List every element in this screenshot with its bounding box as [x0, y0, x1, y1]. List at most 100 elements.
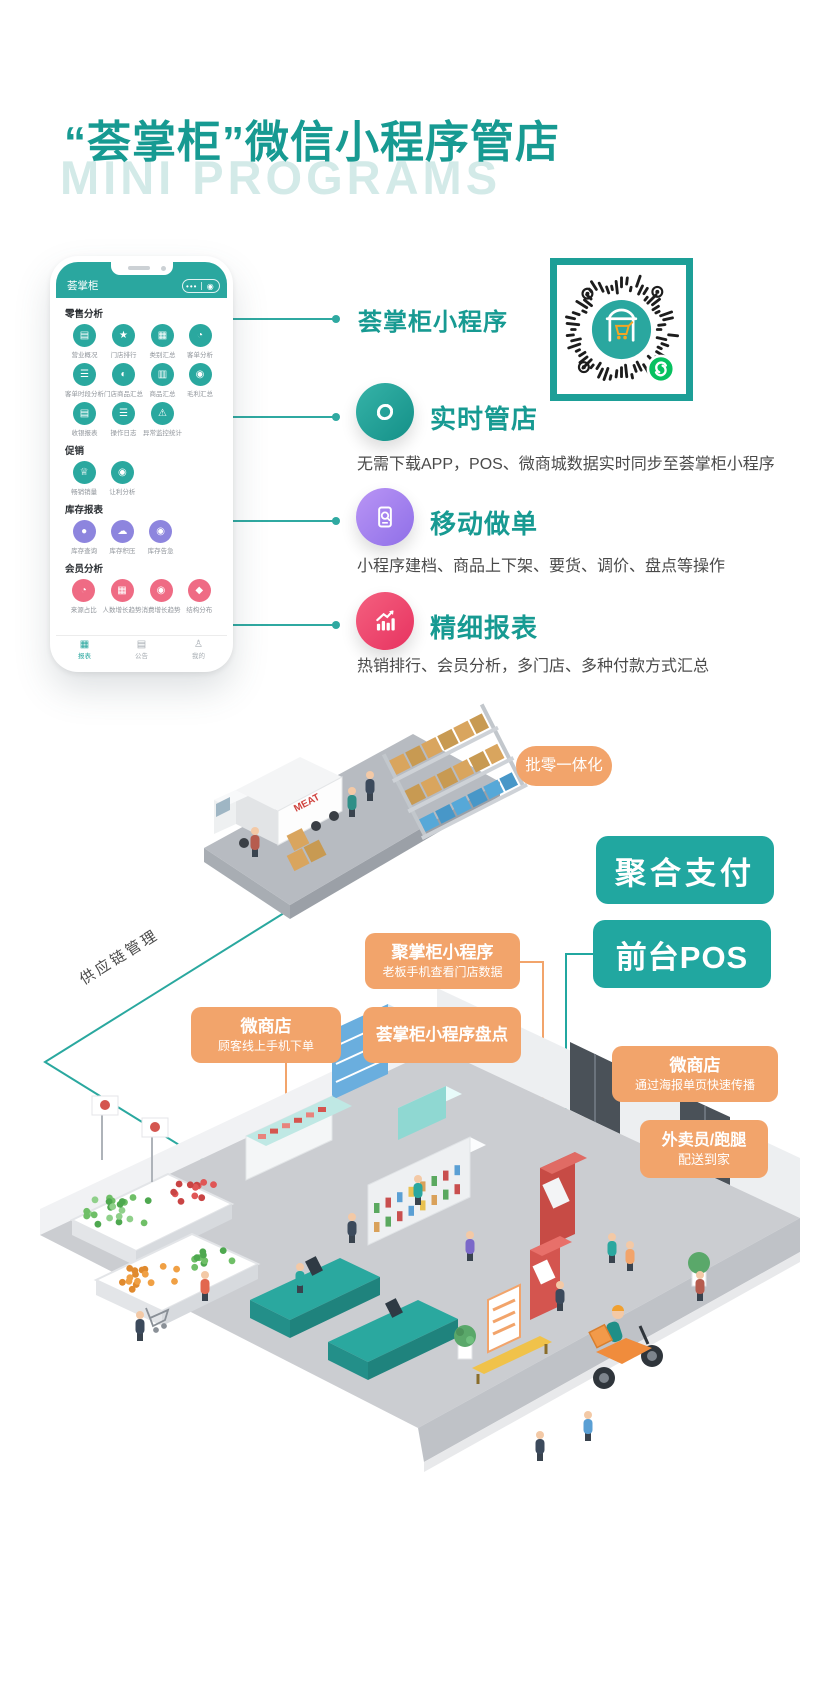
spend-growth-icon: ◉ [149, 579, 173, 602]
app-grid-label: 营业概况 [71, 352, 98, 359]
operation-log-icon: ☰ [112, 402, 135, 425]
category-summary-icon: ▦ [151, 324, 174, 347]
app-section-grid: ▤ 营业概况 ★门店排行▦类别汇总◔客单分析 ☰ 客单时段分析◐门店商品汇总 ▥ 商品汇总 ◉… [65, 324, 218, 437]
tab-profile[interactable]: ♙我的 [170, 636, 227, 666]
app-section-3: 会员分析 ◔来源占比▦人数增长趋势 ◉ 消费增长趋势◆结构分布 [65, 555, 218, 614]
chart-tab-icon: ▦ [79, 639, 90, 650]
qr-center-logo [591, 299, 652, 360]
app-grid-item[interactable]: ▤收银报表 [65, 402, 104, 437]
goods-summary-icon: ▥ [151, 363, 174, 386]
app-grid-item[interactable]: ◐门店商品汇总 [104, 363, 143, 398]
app-section-grid: ◔来源占比▦人数增长趋势 ◉ 消费增长趋势◆结构分布 [65, 579, 218, 614]
app-grid-item[interactable]: ▥ 商品汇总 [143, 363, 182, 398]
app-title: 荟掌柜 [67, 280, 99, 292]
person [347, 1213, 357, 1243]
app-grid-label: 客单分析 [187, 352, 213, 359]
page-title: “荟掌柜”微信小程序管店 [64, 118, 560, 167]
app-grid-item[interactable]: ★门店排行 [104, 324, 143, 359]
meat-display-items [258, 1107, 326, 1139]
app-grid-label: 畅销销量 [71, 489, 98, 496]
app-section-header: 零售分析 [65, 309, 104, 320]
tab-label: 我的 [192, 653, 205, 660]
app-grid-item[interactable]: ◉ 消费增长趋势 [142, 579, 181, 614]
miniprogram-icon [356, 383, 414, 441]
app-section-header: 会员分析 [65, 564, 104, 575]
qr-corner-rings [577, 285, 664, 374]
produce-stand-b [93, 1232, 261, 1326]
app-section-header: 库存报表 [65, 505, 104, 516]
pallet-boxes [286, 828, 327, 872]
delivery-truck: MEAT [214, 757, 343, 848]
monitor-stats-icon: ⚠ [151, 402, 174, 425]
app-grid-item[interactable]: ⚠ 异常监控统计 [143, 402, 182, 437]
business-overview-icon: ▤ [73, 324, 96, 347]
connector-line [233, 318, 334, 320]
label-weishop-order: 微商店 顾客线上手机下单 [191, 1007, 341, 1063]
bottle-rows [374, 1165, 460, 1232]
app-grid-item[interactable]: ☁库存积压 [103, 520, 141, 555]
feature-title: 实时管店 [430, 404, 539, 434]
app-grid-item[interactable]: ◔客单分析 [182, 324, 218, 359]
label-boss-miniprogram: 聚掌柜小程序 老板手机查看门店数据 [365, 933, 520, 989]
feature-title: 移动做单 [430, 509, 539, 539]
cart-icon [614, 321, 634, 340]
app-grid-item[interactable]: ♕ 畅销销量 [65, 461, 103, 496]
bench [472, 1336, 552, 1384]
bestseller-crown-icon: ♕ [72, 461, 96, 484]
app-section-2: 库存报表 ● 库存查询 ☁库存积压 ◉ 库存告急 [65, 496, 218, 555]
app-grid-item[interactable]: ◆结构分布 [181, 579, 219, 614]
app-grid-label: 库存告急 [147, 548, 174, 555]
person [413, 1175, 423, 1205]
person [695, 1271, 705, 1301]
checkout-counter-2 [328, 1298, 458, 1380]
app-grid-label: 消费增长趋势 [141, 607, 181, 614]
connector-dot [332, 315, 340, 323]
person [250, 827, 260, 857]
tab-label: 报表 [78, 653, 91, 660]
person [465, 1231, 475, 1261]
app-grid-item[interactable]: ▦人数增长趋势 [103, 579, 142, 614]
tab-reports[interactable]: ▦ 报表 [56, 636, 113, 666]
person [583, 1411, 593, 1441]
chest-freezers [398, 1086, 462, 1140]
wechat-miniprogram-badge [646, 354, 676, 384]
app-section-header: 促销 [65, 446, 85, 457]
connector-line [233, 416, 334, 418]
app-grid-label: 库存查询 [71, 548, 98, 555]
store-goods-icon: ◐ [112, 363, 135, 386]
app-grid-label: 异常监控统计 [143, 430, 182, 437]
delivery-scooter [588, 1305, 663, 1389]
label-weishop-poster: 微商店 通过海报单页快速传播 [612, 1046, 778, 1102]
app-grid-item[interactable]: ☰ 客单时段分析 [65, 363, 104, 398]
store-ranking-icon: ★ [112, 324, 135, 347]
label-aggregate-pay: 聚合支付 [596, 836, 774, 904]
label-front-pos: 前台POS [593, 920, 771, 988]
app-grid-item[interactable]: ▤ 营业概况 [65, 324, 104, 359]
capsule-divider [200, 282, 202, 290]
app-grid-item[interactable]: ◉让利分析 [103, 461, 141, 496]
vending-machine [540, 1152, 587, 1250]
app-grid-item[interactable]: ◔来源占比 [65, 579, 103, 614]
plant-pot [454, 1325, 476, 1360]
app-grid-item[interactable]: ● 库存查询 [65, 520, 103, 555]
stock-query-icon: ● [72, 520, 96, 543]
app-grid-item[interactable]: ▦类别汇总 [143, 324, 182, 359]
app-grid-item[interactable]: ☰操作日志 [104, 402, 143, 437]
app-grid-label: 来源占比 [70, 607, 97, 614]
app-grid-label: 客单时段分析 [65, 391, 104, 398]
checkout-counter-1 [250, 1256, 380, 1338]
stock-alert-icon: ◉ [149, 520, 173, 543]
app-grid-item[interactable]: ◉ 库存告急 [142, 520, 180, 555]
tab-notice[interactable]: ▤公告 [113, 636, 170, 666]
app-grid-label: 商品汇总 [149, 391, 176, 398]
time-slot-icon: ☰ [73, 363, 96, 386]
app-section-1: 促销 ♕ 畅销销量 ◉让利分析 [65, 437, 218, 496]
person [295, 1263, 305, 1293]
app-grid-item[interactable]: ◉毛利汇总 [182, 363, 218, 398]
wechat-capsule[interactable]: ••• ◉ [182, 279, 220, 293]
speaker-slot [127, 266, 150, 270]
more-icon[interactable]: ••• [186, 281, 198, 291]
close-circle-icon[interactable]: ◉ [206, 281, 214, 291]
watermark-text: MINI PROGRAMS [60, 151, 502, 204]
